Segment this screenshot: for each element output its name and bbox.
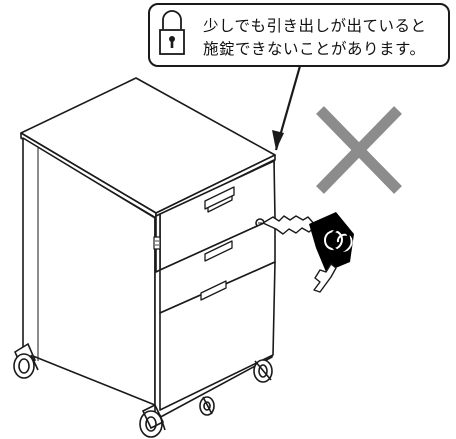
drawer-handle-bottom [200,280,227,301]
drawer-bottom [159,261,276,411]
callout-line-2: 施錠できないことがあります。 [203,40,425,58]
drawer-handle-middle [204,240,233,262]
caster-middle [199,396,215,416]
lock-icon [159,10,185,55]
prohibited-x-mark [316,106,402,194]
caster-back-right [253,359,273,383]
callout-line-1: 少しでも引き出しが出ていると [203,17,427,35]
key-with-tag [262,212,354,293]
warning-callout: 少しでも引き出しが出ていると 施錠できないことがあります。 [148,3,450,151]
caster-front-left [13,342,39,379]
caster-front-right [139,403,166,438]
casters [13,342,273,438]
pedestal-cabinet [20,77,276,421]
